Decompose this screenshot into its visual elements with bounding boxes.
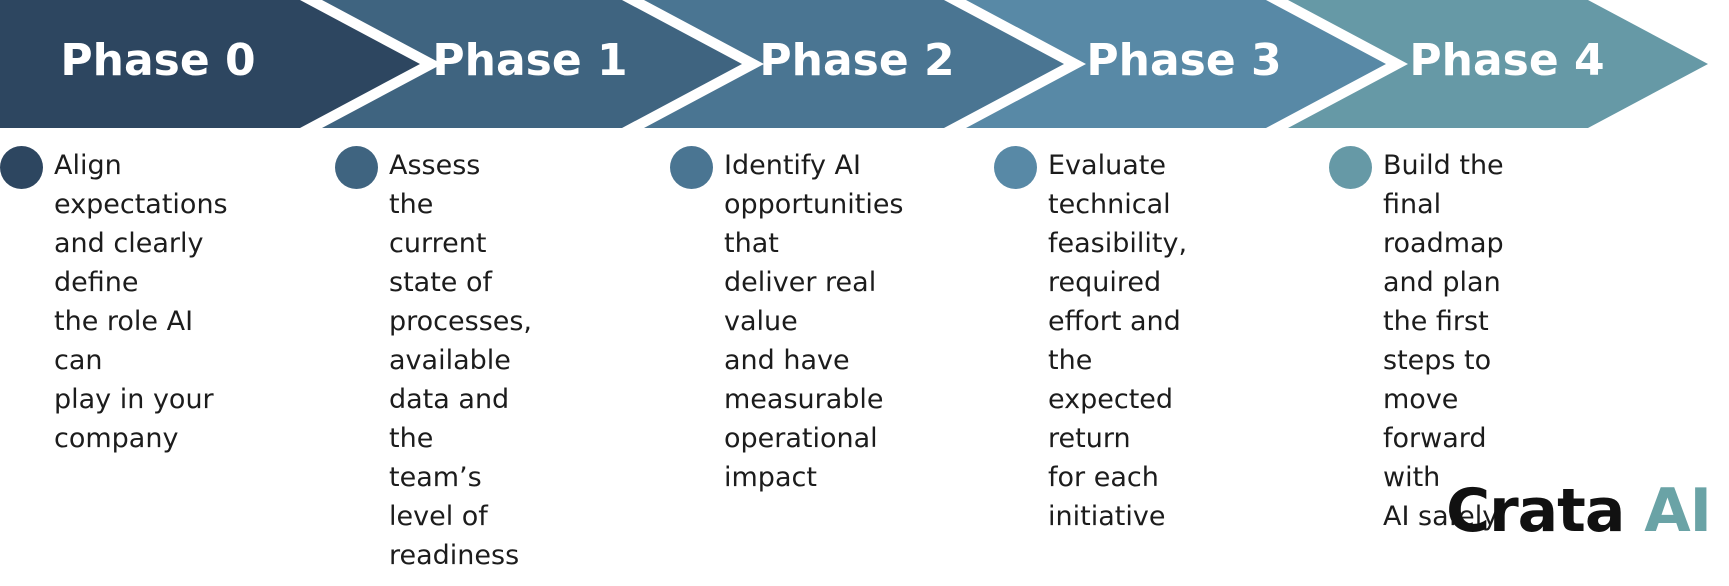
phase-1-bullet	[335, 146, 378, 189]
chevron-phase-4: Phase 4	[1288, 0, 1708, 128]
chevron-phase-1: Phase 1	[322, 0, 742, 128]
chevron-shape	[966, 0, 1386, 128]
logo-word-crata: Crata	[1446, 476, 1625, 546]
phase-2-bullet	[670, 146, 713, 189]
phase-0-label: Phase 0	[60, 35, 255, 86]
logo-word-ai: AI	[1644, 476, 1712, 546]
phase-2-label: Phase 2	[759, 35, 954, 86]
crata-ai-logo: Crata AI	[1446, 476, 1712, 546]
phase-0-bullet	[0, 146, 43, 189]
chevron-phase-3: Phase 3	[966, 0, 1386, 128]
phase-0-description: Align expectations and clearly define th…	[54, 150, 228, 454]
phase-2-description: Identify AI opportunities that deliver r…	[724, 150, 904, 493]
chevron-shape	[644, 0, 1064, 128]
phase-3-description: Evaluate technical feasibility, required…	[1048, 150, 1188, 532]
phase-4-label: Phase 4	[1409, 35, 1604, 86]
chevron-phase-2: Phase 2	[644, 0, 1064, 128]
phase-3-label: Phase 3	[1086, 35, 1281, 86]
phase-4-bullet	[1329, 146, 1372, 189]
chevron-shape	[1288, 0, 1708, 128]
chevron-shape	[322, 0, 742, 128]
chevron-phase-0: Phase 0	[0, 0, 420, 128]
phase-1-description: Assess the current state of processes, a…	[389, 150, 533, 571]
phase-3-bullet	[994, 146, 1037, 189]
phase-1-label: Phase 1	[432, 35, 627, 86]
chevron-shape	[0, 0, 420, 128]
phase-chevrons: Phase 0 Phase 1 Phase 2 Phase 3 Phase 4	[0, 0, 1708, 128]
phase-4-description: Build the final roadmap and plan the fir…	[1383, 150, 1504, 532]
